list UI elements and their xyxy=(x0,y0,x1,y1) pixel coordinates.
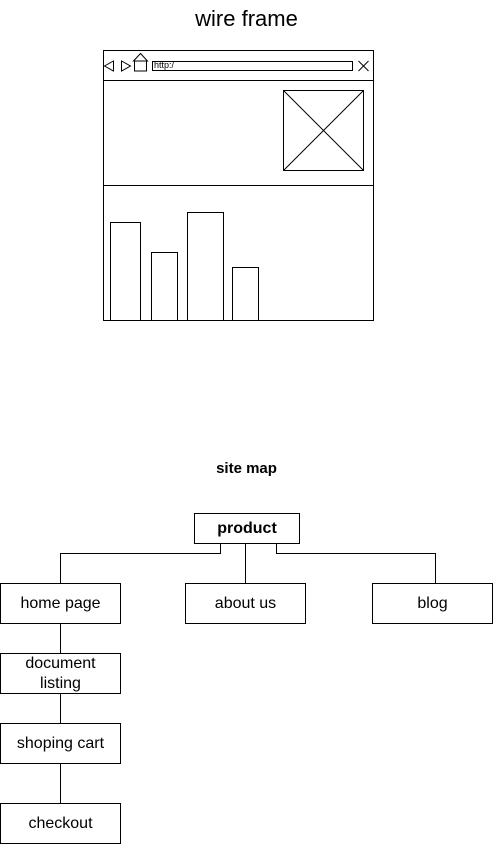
sitemap-node-blog: blog xyxy=(372,583,493,624)
sitemap-connectors xyxy=(60,543,436,804)
connector-product-blog xyxy=(276,543,436,584)
back-arrow-icon xyxy=(103,60,114,72)
sitemap-node-about-us: about us xyxy=(185,583,306,624)
sitemap-node-home-page: home page xyxy=(0,583,121,624)
placeholder-bar xyxy=(151,252,178,321)
sitemap-node-checkout: checkout xyxy=(0,803,121,844)
connector-product-home xyxy=(60,543,221,584)
sitemap-node-document-listing: document listing xyxy=(0,653,121,694)
image-placeholder-icon xyxy=(283,90,364,171)
forward-arrow-icon xyxy=(121,60,132,72)
bar-chart-placeholder xyxy=(110,212,259,321)
address-bar-text: http:/ xyxy=(154,60,175,70)
placeholder-bar xyxy=(187,212,224,321)
placeholder-bar xyxy=(110,222,141,321)
sitemap-node-shopping-cart: shoping cart xyxy=(0,723,121,764)
wireframe-title: wire frame xyxy=(195,6,298,31)
close-icon xyxy=(358,60,369,72)
home-icon xyxy=(132,52,149,72)
sitemap-node-product: product xyxy=(194,513,300,544)
sitemap-title: site map xyxy=(216,460,277,477)
placeholder-bar xyxy=(232,267,259,321)
browser-wireframe xyxy=(103,50,374,321)
address-bar xyxy=(152,61,353,71)
